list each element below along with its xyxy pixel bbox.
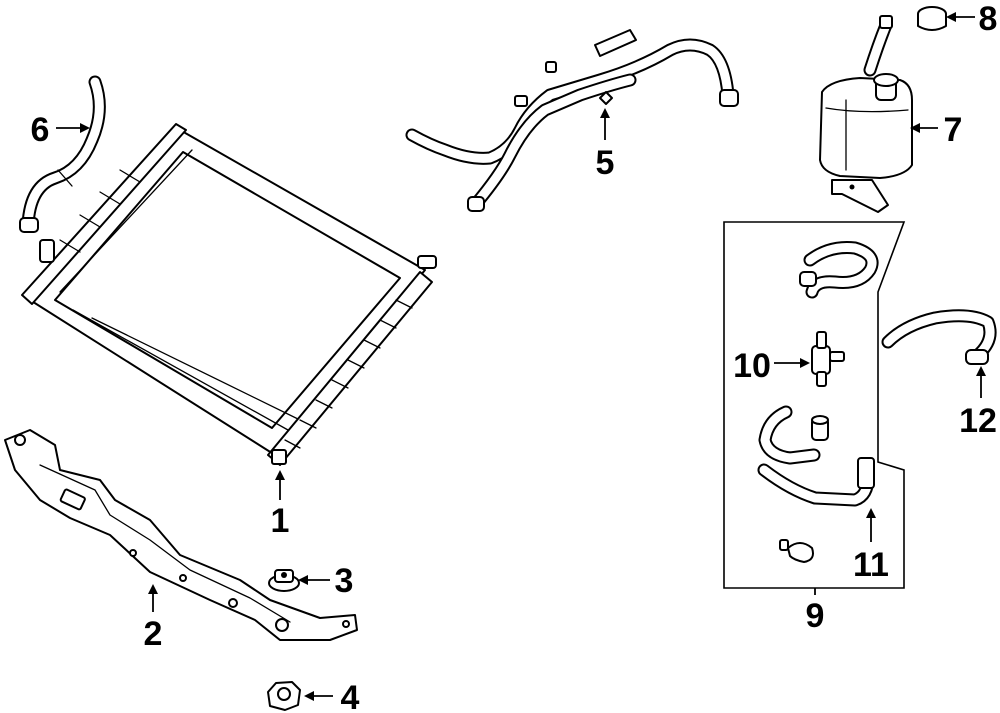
- callout-labels: 1 2 3 4 5 6 7 8 9 10 11 12: [31, 0, 998, 713]
- overflow-hose: [881, 309, 997, 365]
- mount-part-4: [267, 681, 301, 711]
- coolant-reservoir: [819, 15, 913, 213]
- callout-2: 2: [144, 615, 163, 653]
- leader-lines: [56, 12, 986, 701]
- radiator: [21, 123, 437, 466]
- tee-connector: [811, 331, 845, 387]
- callout-9: 9: [806, 597, 825, 635]
- callout-4: 4: [341, 679, 360, 713]
- callout-1: 1: [271, 502, 290, 540]
- reservoir-cap: [917, 6, 947, 31]
- callout-6: 6: [31, 111, 50, 149]
- isolator-part-3: [268, 569, 300, 592]
- bypass-hose: [757, 457, 875, 507]
- kit-hose-upper: [799, 241, 879, 299]
- callout-3: 3: [335, 562, 354, 600]
- hose-clamp: [779, 539, 814, 563]
- callout-10: 10: [733, 347, 771, 385]
- upper-radiator-hose: [19, 75, 106, 233]
- heater-hose-assembly: [405, 29, 739, 212]
- radiator-lower-support: [4, 429, 358, 641]
- callout-8: 8: [979, 0, 998, 38]
- callout-7: 7: [944, 111, 963, 149]
- callout-5: 5: [596, 144, 615, 182]
- callout-12: 12: [959, 402, 997, 440]
- hose-kit-outline: [723, 221, 906, 589]
- callout-11: 11: [853, 546, 889, 584]
- kit-hose-small: [758, 405, 829, 465]
